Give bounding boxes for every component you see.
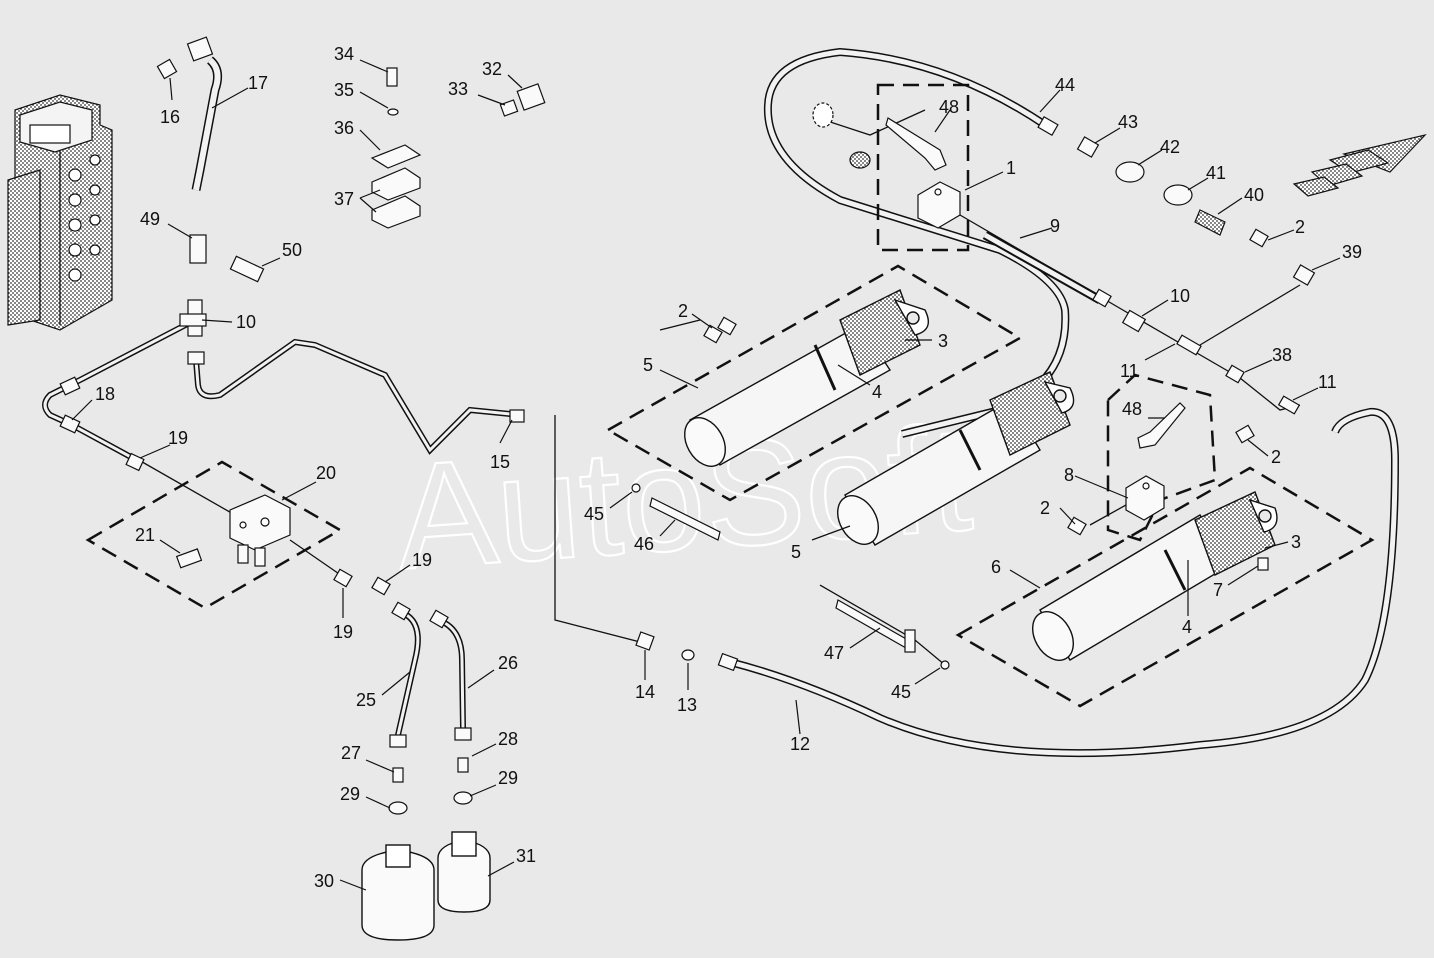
- callout-10a: 10: [236, 312, 256, 332]
- outline-5-upper: [605, 264, 1023, 502]
- accumulator-30: [361, 844, 435, 941]
- callout-42: 42: [1160, 137, 1180, 157]
- callout-13: 13: [677, 695, 697, 715]
- callout-5a: 5: [643, 355, 653, 375]
- callout-29a: 29: [340, 784, 360, 804]
- callout-17: 17: [248, 73, 268, 93]
- callout-16: 16: [160, 107, 180, 127]
- callout-5b: 5: [791, 542, 801, 562]
- callout-10b: 10: [1170, 286, 1190, 306]
- callout-33: 33: [448, 79, 468, 99]
- callout-44: 44: [1055, 75, 1075, 95]
- callout-2c: 2: [1271, 447, 1281, 467]
- callout-50: 50: [282, 240, 302, 260]
- callout-19b: 19: [412, 550, 432, 570]
- callout-3b: 3: [1291, 532, 1301, 552]
- cylinder-middle: [837, 371, 1075, 546]
- outline-20: [85, 460, 343, 610]
- callout-labels: 34 35 36 37 33 32 16 17 49 50 10 18 19 2…: [95, 44, 1362, 891]
- callout-2b: 2: [1295, 217, 1305, 237]
- callout-3a: 3: [938, 331, 948, 351]
- callout-45a: 45: [584, 504, 604, 524]
- callout-48b: 48: [1122, 399, 1142, 419]
- leader-lines: [71, 59, 1341, 891]
- cylinder-upper: [684, 289, 929, 467]
- callout-35: 35: [334, 80, 354, 100]
- callout-2a: 2: [678, 301, 688, 321]
- callout-11b: 11: [1318, 372, 1337, 392]
- callout-47: 47: [824, 643, 844, 663]
- callout-31: 31: [516, 846, 536, 866]
- callout-4b: 4: [1182, 617, 1192, 637]
- assembly-outlines: [85, 83, 1375, 708]
- callout-39: 39: [1342, 242, 1362, 262]
- callout-21: 21: [135, 525, 155, 545]
- outline-8: [1106, 373, 1217, 542]
- callout-28: 28: [498, 729, 518, 749]
- callout-6: 6: [991, 557, 1001, 577]
- outline-1: [876, 83, 970, 252]
- callout-26: 26: [498, 653, 518, 673]
- callout-25: 25: [356, 690, 376, 710]
- fittings: [59, 36, 1316, 815]
- outline-6: [955, 466, 1375, 708]
- callout-15: 15: [490, 452, 510, 472]
- callout-45b: 45: [891, 682, 911, 702]
- callout-12: 12: [790, 734, 810, 754]
- callout-2d: 2: [1040, 498, 1050, 518]
- callout-37: 37: [334, 189, 354, 209]
- callout-4a: 4: [872, 382, 882, 402]
- callout-43: 43: [1118, 112, 1138, 132]
- control-valve-block: [7, 94, 113, 331]
- callout-1: 1: [1006, 158, 1016, 178]
- callout-36: 36: [334, 118, 354, 138]
- callout-20: 20: [316, 463, 336, 483]
- callout-32: 32: [482, 59, 502, 79]
- callout-14: 14: [635, 682, 655, 702]
- callout-18: 18: [95, 384, 115, 404]
- callout-19a: 19: [168, 428, 188, 448]
- callout-49: 49: [140, 209, 160, 229]
- callout-9: 9: [1050, 216, 1060, 236]
- callout-46: 46: [634, 534, 654, 554]
- direction-arrow: [1292, 133, 1427, 197]
- callout-41: 41: [1206, 163, 1226, 183]
- callout-30: 30: [314, 871, 334, 891]
- cylinder-lower: [1032, 491, 1278, 661]
- callout-7: 7: [1213, 580, 1223, 600]
- callout-40: 40: [1244, 185, 1264, 205]
- callout-48a: 48: [939, 97, 959, 117]
- callout-34: 34: [334, 44, 354, 64]
- callout-38: 38: [1272, 345, 1292, 365]
- callout-8: 8: [1064, 465, 1074, 485]
- callout-11a: 11: [1120, 361, 1139, 381]
- callout-29b: 29: [498, 768, 518, 788]
- accumulator-31: [437, 831, 491, 913]
- callout-27: 27: [341, 743, 361, 763]
- callout-19c: 19: [333, 622, 353, 642]
